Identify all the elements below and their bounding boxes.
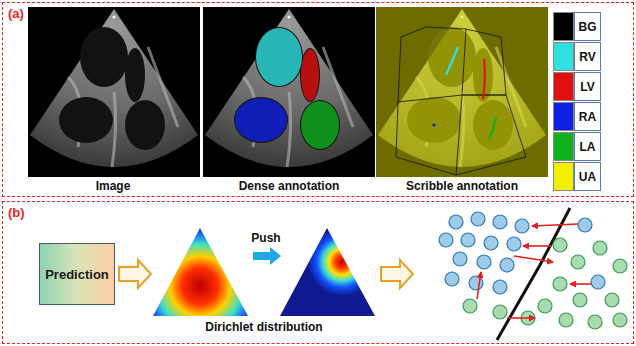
- legend-swatch: [553, 12, 574, 41]
- caption-label: Push: [251, 231, 280, 245]
- legend-label: UA: [574, 162, 601, 191]
- legend-swatch: [553, 42, 574, 71]
- legend-label: BG: [574, 12, 601, 41]
- caption-label: Dirichlet distribution: [205, 320, 322, 334]
- legend-row: LV: [553, 72, 601, 101]
- legend-row: BG: [553, 12, 601, 41]
- process-box: Prediction: [39, 243, 115, 305]
- caption-label: Scribble annotation: [406, 179, 518, 193]
- legend-row: RV: [553, 42, 601, 71]
- legend-swatch: [553, 162, 574, 191]
- panel-tag: (a): [8, 6, 24, 21]
- legend-label: LA: [574, 132, 601, 161]
- panel-tag: (b): [8, 205, 25, 220]
- legend-row: LA: [553, 132, 601, 161]
- legend-label: RV: [574, 42, 601, 71]
- legend-swatch: [553, 72, 574, 101]
- legend-row: UA: [553, 162, 601, 191]
- legend-label: RA: [574, 102, 601, 131]
- panel-frame: (a): [2, 2, 634, 197]
- box-label: Prediction: [45, 267, 109, 282]
- legend-row: RA: [553, 102, 601, 131]
- legend-swatch: [553, 132, 574, 161]
- legend-swatch: [553, 102, 574, 131]
- caption-label: Image: [96, 179, 131, 193]
- caption-label: Dense annotation: [239, 179, 340, 193]
- legend-label: LV: [574, 72, 601, 101]
